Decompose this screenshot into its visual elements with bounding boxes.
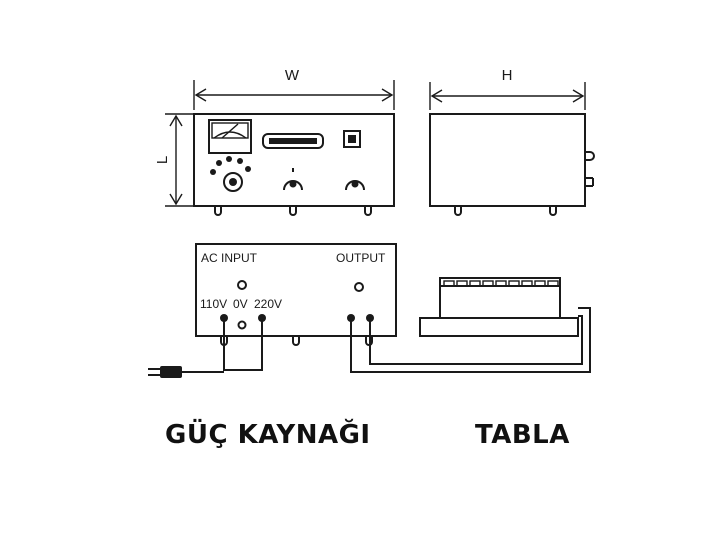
display-window bbox=[262, 133, 324, 149]
table-heating-cells bbox=[443, 280, 559, 287]
ac-input-label: AC INPUT bbox=[201, 251, 258, 265]
output-wiring bbox=[350, 307, 591, 373]
power-supply-side-view bbox=[429, 113, 595, 216]
width-dimension: W bbox=[193, 67, 395, 110]
power-supply-caption: GÜÇ KAYNAĞI bbox=[165, 420, 371, 450]
power-supply-front-view bbox=[193, 113, 395, 216]
tap-110-label: 110V bbox=[200, 297, 227, 311]
height-dimension: H bbox=[429, 67, 586, 110]
tap-220-label: 220V bbox=[254, 297, 282, 311]
height-label: H bbox=[502, 67, 513, 84]
mains-plug-icon bbox=[148, 366, 192, 378]
power-supply-rear-panel: AC INPUT OUTPUT 110V 0V 220V bbox=[195, 243, 397, 346]
output-label: OUTPUT bbox=[336, 251, 386, 265]
width-label: W bbox=[285, 67, 300, 84]
output-terminal-icon bbox=[283, 168, 303, 191]
meter-gauge bbox=[208, 119, 252, 154]
adjust-knob-icon bbox=[210, 156, 251, 192]
table-caption: TABLA bbox=[475, 420, 570, 450]
table-device bbox=[419, 277, 579, 337]
tap-0-label: 0V bbox=[233, 297, 248, 311]
length-label: L bbox=[154, 156, 171, 164]
power-switch-icon bbox=[343, 130, 361, 148]
output-terminal-icon bbox=[345, 180, 365, 191]
input-wiring bbox=[190, 318, 263, 373]
length-dimension: L bbox=[154, 113, 194, 207]
